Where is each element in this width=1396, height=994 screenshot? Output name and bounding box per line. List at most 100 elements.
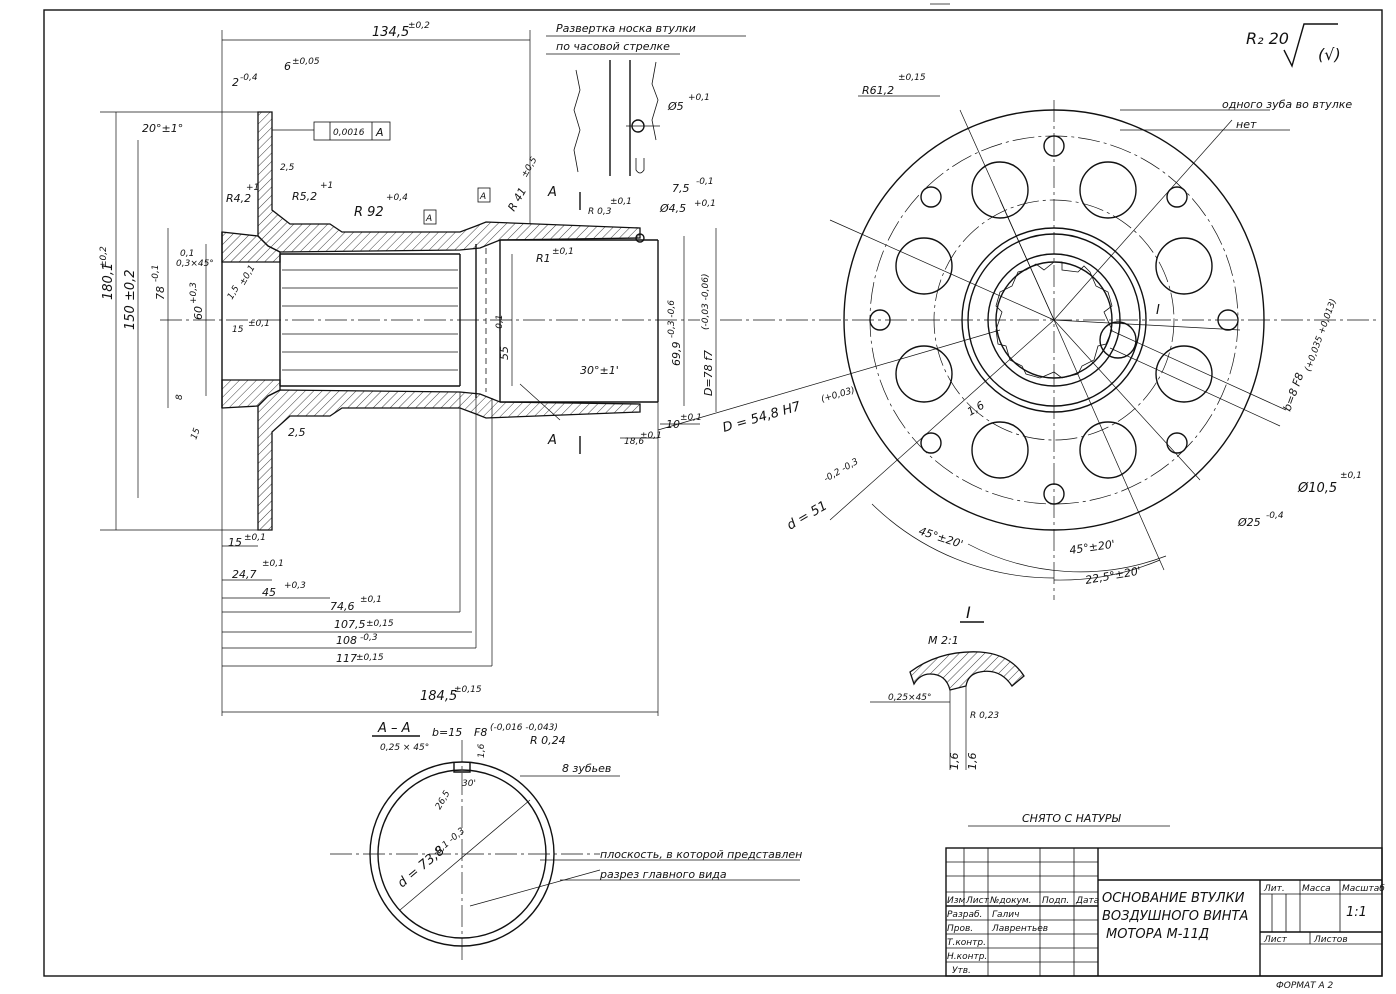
dim-r5-2-tol: +1 (320, 181, 333, 191)
dim-108-tol: -0,3 (360, 633, 378, 643)
flange-outer-circle (843, 109, 1265, 531)
tb-developed-label: Разраб. (947, 910, 982, 920)
dim-d54-8-h7: D = 54,8 H7 (721, 399, 803, 436)
format-label: ФОРМАТ А 2 (1276, 981, 1334, 990)
dim-r0-3: R 0,3 (588, 207, 612, 217)
dim-dia-25: Ø25 (1237, 516, 1261, 529)
tb-scale-value: 1:1 (1346, 905, 1367, 920)
dim-d51-tol: -0,2 -0,3 (823, 457, 861, 485)
tb-label-date: Дата (1075, 896, 1099, 906)
dim-74-6-tol: ±0,1 (360, 595, 382, 605)
dim-6: 6 (284, 60, 291, 73)
dim-7-5-tol: -0,1 (696, 177, 714, 187)
dim-r5-2: R5,2 (292, 190, 317, 203)
tb-developed-name: Галич (992, 910, 1019, 920)
dim-117: 117 (336, 652, 357, 665)
section-aa-chamfer: 0,25 × 45° (380, 743, 429, 753)
dim-d78-f7: D=78 f7 (702, 350, 715, 396)
dim-134-5: 134,5 (372, 25, 409, 40)
dim-angle-22-5: 22,5°±20' (1084, 564, 1142, 587)
dim-55-tol: -0,1 (495, 314, 505, 332)
dim-r1: R1 (536, 252, 551, 265)
dim-r0-3-tol: ±0,1 (610, 197, 632, 207)
dim-45: 45 (262, 586, 276, 599)
section-hatch-upper (257, 111, 641, 253)
note-plane-2: разрез главного вида (599, 868, 727, 881)
note-tooth-2: нет (1236, 118, 1257, 131)
note-unfold-2: по часовой стрелке (556, 40, 670, 53)
section-aa-label: A – A (377, 721, 411, 736)
runout-tolerance-frame: 0,0016 A (272, 121, 391, 141)
dim-107-5-tol: ±0,15 (366, 619, 394, 629)
dim-45-tol: +0,3 (284, 581, 306, 591)
detail-i-view: I M 2:1 0,25×45° R 0,23 1,6 1,6 (870, 603, 1025, 770)
section-aa-teeth: 8 зубьев (562, 762, 611, 775)
dim-15-inner-tol: ±0,1 (248, 319, 270, 329)
dim-108: 108 (336, 634, 357, 647)
dim-15-inner: 15 (232, 325, 244, 335)
dim-180-tol: ±0,2 (99, 246, 109, 268)
dim-d54-8-tol: (+0,03) (820, 386, 856, 405)
dim-7-5: 7,5 (672, 182, 690, 195)
tb-ncontrol-label: Н.контр. (947, 952, 987, 962)
dim-107-5: 107,5 (334, 618, 366, 631)
detail-i-circle (1099, 321, 1137, 359)
dim-2-5-bottom: 2,5 (288, 426, 306, 439)
dim-angle-45-b: 45°±20' (1069, 538, 1116, 557)
section-aa-r024: R 0,24 (530, 734, 566, 747)
dim-24-7: 24,7 (232, 568, 257, 581)
dim-78: 78 (154, 286, 167, 300)
dim-chamfer-0-3: 0,3×45° (176, 259, 214, 269)
dim-1-5: 1,5 (226, 284, 242, 302)
dim-angle-20: 20°±1° (142, 122, 183, 135)
tb-scale-label: Масштаб (1342, 884, 1385, 894)
detail-radius: R 0,23 (970, 711, 999, 721)
section-aa-f8: F8 (474, 726, 487, 739)
tb-label-list: Лист (965, 896, 990, 906)
tb-label-doc: №докум. (989, 896, 1032, 906)
dim-2: 2 (232, 76, 239, 89)
detail-label: I (966, 603, 971, 622)
dim-55: 55 (498, 346, 511, 360)
title-line-3: МОТОРА М-11Д (1106, 927, 1209, 942)
section-aa-26-5: 26,5 (434, 789, 453, 812)
tb-approved-label: Утв. (952, 966, 971, 976)
dim-69-9: 69,9 (670, 342, 683, 367)
dim-r41: R 41 (505, 185, 529, 213)
base-a-label-2: A (479, 192, 486, 202)
dim-dia-4-5-tol: +0,1 (694, 199, 716, 209)
note-tooth: одного зуба во втулке (1222, 98, 1352, 111)
dim-d51: d = 51 (785, 498, 831, 533)
dim-d78-f7-tol: (-0,03 -0,06) (701, 274, 711, 330)
dim-0-1: 0,1 (180, 249, 194, 259)
dim-r1-tol: ±0,1 (552, 247, 574, 257)
detail-mark-i: I (1156, 303, 1160, 318)
note-plane: плоскость, в которой представлен (600, 848, 802, 861)
dim-60-tol: +0,3 (189, 282, 199, 304)
runout-base: A (375, 126, 384, 139)
dim-15-flange-tol: ±0,1 (244, 533, 266, 543)
dim-10-tol: ±0,1 (680, 413, 702, 423)
note-natural: СНЯТО С НАТУРЫ (1022, 812, 1121, 825)
runout-value: 0,0016 (333, 128, 365, 138)
dim-8: 8 (175, 394, 185, 400)
note-unfold: Развертка носка втулки (556, 22, 696, 35)
detail-hatch (909, 651, 1025, 691)
dim-angle-45-a: 45°±20' (917, 524, 965, 551)
dim-15-left: 15 (189, 427, 202, 441)
dim-r61-2: R61,2 (862, 84, 894, 97)
dim-150: 150 ±0,2 (123, 269, 138, 330)
dim-r4-2-tol: +1 (246, 183, 259, 193)
base-a-label-1: A (425, 214, 432, 224)
dim-2-5-top: 2,5 (280, 163, 295, 173)
dim-184-5-tol: ±0,15 (454, 685, 482, 695)
dim-dia-10-5: Ø10,5 (1297, 481, 1337, 496)
dim-18-6-tol: ±0,1 (640, 431, 662, 441)
bolt-holes (869, 135, 1239, 505)
dim-2-tol: -0,4 (240, 73, 258, 83)
dim-69-9-tol: -0,3 -0,6 (667, 300, 677, 338)
section-aa-view: A – A 0,25 × 45° b=15 F8 (-0,016 -0,043)… (330, 721, 802, 960)
dim-6-tol: ±0,05 (292, 57, 320, 67)
dim-180-1: 180,1 (101, 263, 116, 300)
